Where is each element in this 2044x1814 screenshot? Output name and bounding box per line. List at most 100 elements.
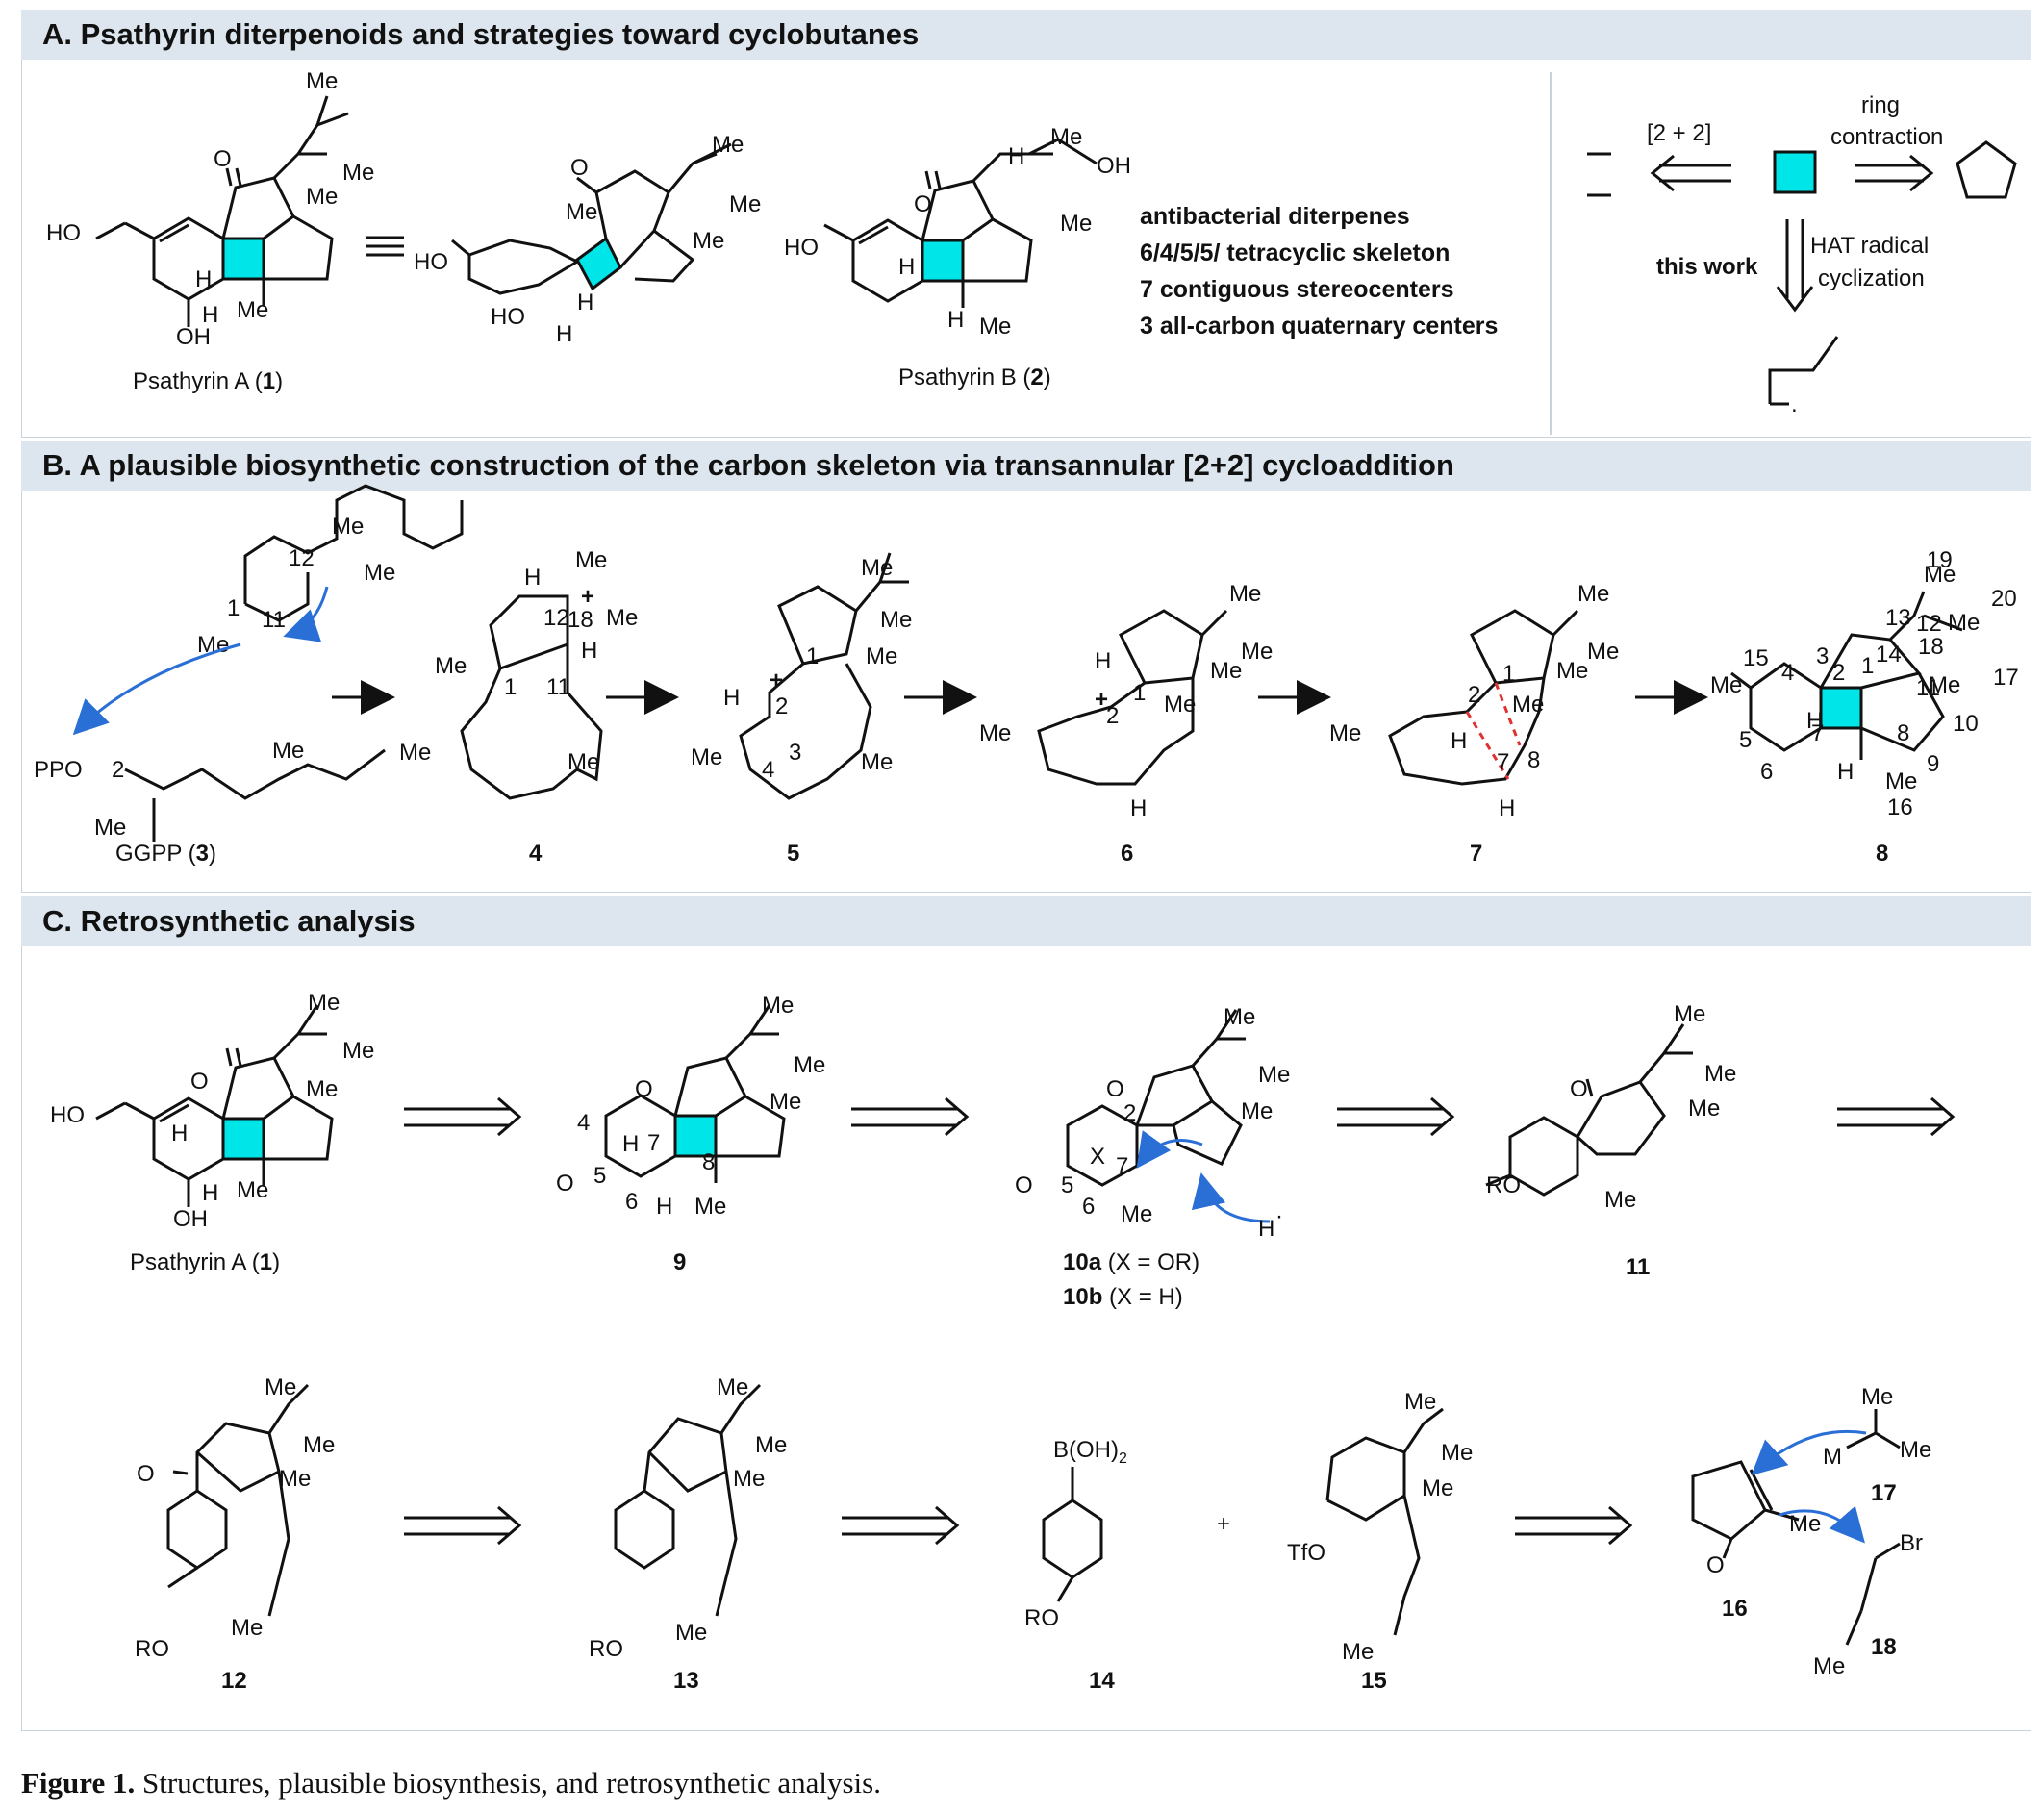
svg-text:Me: Me [1329, 720, 1361, 746]
svg-text:OH: OH [176, 324, 211, 350]
compound-18-structure [1845, 1542, 1901, 1646]
svg-text:Me: Me [308, 990, 340, 1016]
svg-text:Me: Me [279, 1466, 311, 1492]
compound-10b-label: 10b (X = H) [1063, 1284, 1183, 1310]
plus-sign: + [1217, 1511, 1230, 1537]
svg-text:8: 8 [702, 1149, 715, 1175]
svg-text:Me: Me [693, 228, 724, 254]
svg-text:Me: Me [691, 744, 722, 770]
svg-text:5: 5 [1739, 727, 1752, 753]
hat-arrow [1191, 1172, 1271, 1223]
svg-text:PPO: PPO [34, 757, 83, 783]
svg-text:.: . [1791, 391, 1798, 417]
svg-text:10: 10 [1953, 711, 1979, 737]
psathyrin-b-structure [823, 138, 1098, 308]
svg-text:HO: HO [414, 249, 448, 275]
svg-text:contraction: contraction [1830, 124, 1943, 150]
svg-text:Me: Me [1556, 658, 1588, 684]
svg-text:·: · [1275, 1203, 1283, 1229]
svg-text:Me: Me [1587, 639, 1619, 665]
compound-8-structure [1730, 591, 1963, 760]
svg-text:1: 1 [1133, 680, 1146, 706]
svg-text:Me: Me [1604, 1187, 1636, 1213]
svg-text:Me: Me [880, 607, 912, 633]
svg-text:Me: Me [1900, 1437, 1931, 1463]
svg-text:cyclization: cyclization [1818, 265, 1925, 291]
compound-7-structure [1388, 609, 1579, 786]
svg-text:Me: Me [979, 720, 1011, 746]
caption-text: Structures, plausible biosynthesis, and … [135, 1766, 881, 1800]
feature-2: 6/4/5/5/ tetracyclic skeleton [1140, 239, 1451, 266]
svg-text:Me: Me [435, 653, 467, 679]
compound-12-label: 12 [221, 1668, 247, 1694]
svg-text:1: 1 [504, 674, 517, 700]
ggpp-label: GGPP (3) [115, 841, 216, 867]
svg-text:+: + [1095, 687, 1108, 713]
strategy-labels: [2 + 2] ring contraction this work HAT r… [1647, 92, 1943, 417]
svg-text:19: 19 [1927, 547, 1953, 573]
svg-text:O: O [1015, 1172, 1033, 1198]
svg-text:O: O [1106, 1076, 1124, 1102]
svg-text:2: 2 [1468, 682, 1480, 708]
svg-text:Me: Me [1121, 1201, 1152, 1227]
svg-text:O: O [914, 191, 932, 217]
svg-text:H: H [171, 1121, 188, 1146]
svg-text:RO: RO [135, 1636, 169, 1662]
svg-text:7: 7 [1811, 720, 1824, 746]
svg-text:Me: Me [1229, 581, 1261, 607]
svg-text:Me: Me [1885, 768, 1917, 794]
compound-14-structure [1042, 1467, 1103, 1602]
svg-text:7: 7 [1497, 749, 1509, 775]
svg-text:H: H [723, 685, 740, 711]
svg-text:Me: Me [866, 643, 897, 669]
figure-caption: Figure 1. Structures, plausible biosynth… [21, 1766, 881, 1801]
svg-text:H: H [1806, 708, 1823, 734]
svg-text:4: 4 [1781, 660, 1794, 686]
svg-text:1: 1 [227, 595, 240, 621]
svg-text:O: O [1706, 1552, 1725, 1578]
svg-text:H: H [202, 1180, 218, 1206]
compound-7-label: 7 [1470, 841, 1482, 867]
svg-text:Me: Me [1861, 1384, 1893, 1410]
feature-3: 7 contiguous stereocenters [1140, 276, 1454, 303]
svg-text:+: + [581, 584, 594, 610]
svg-text:2: 2 [112, 757, 124, 783]
svg-text:[2 + 2]: [2 + 2] [1647, 120, 1711, 146]
ggpp-arrow-2 [72, 642, 241, 736]
compound-15-structure [1325, 1407, 1444, 1636]
svg-text:18: 18 [568, 607, 593, 633]
compound-15-label: 15 [1361, 1668, 1387, 1694]
svg-text:Me: Me [342, 1038, 374, 1064]
svg-text:TfO: TfO [1287, 1540, 1325, 1566]
svg-text:Me: Me [306, 1076, 338, 1102]
svg-text:6: 6 [1760, 759, 1773, 785]
svg-text:OH: OH [173, 1206, 208, 1232]
svg-text:B(OH)2: B(OH)2 [1053, 1437, 1127, 1467]
svg-text:RO: RO [1024, 1605, 1059, 1631]
section-c-title: C. Retrosynthetic analysis [21, 896, 2031, 946]
svg-text:RO: RO [589, 1636, 623, 1662]
svg-text:Me: Me [1404, 1389, 1436, 1415]
compound-14-label: 14 [1089, 1668, 1115, 1694]
svg-text:Me: Me [717, 1374, 748, 1400]
svg-text:Br: Br [1900, 1530, 1923, 1556]
svg-text:RO: RO [1486, 1172, 1521, 1198]
compound-17-label: 17 [1871, 1480, 1897, 1506]
svg-text:2: 2 [775, 693, 788, 719]
svg-text:HAT radical: HAT radical [1810, 233, 1929, 259]
svg-text:Me: Me [332, 514, 364, 540]
svg-text:Me: Me [1210, 658, 1242, 684]
svg-text:Me: Me [265, 1374, 296, 1400]
svg-text:Me: Me [1241, 639, 1273, 665]
svg-text:Me: Me [1929, 672, 1960, 698]
section-a-title: A. Psathyrin diterpenoids and strategies… [21, 10, 2031, 60]
section-b-title: B. A plausible biosynthetic construction… [21, 441, 2031, 491]
svg-text:O: O [635, 1076, 653, 1102]
svg-text:20: 20 [1991, 586, 2017, 612]
svg-text:5: 5 [593, 1163, 606, 1189]
compound-8-label: 8 [1876, 841, 1888, 867]
svg-text:11: 11 [546, 674, 570, 700]
